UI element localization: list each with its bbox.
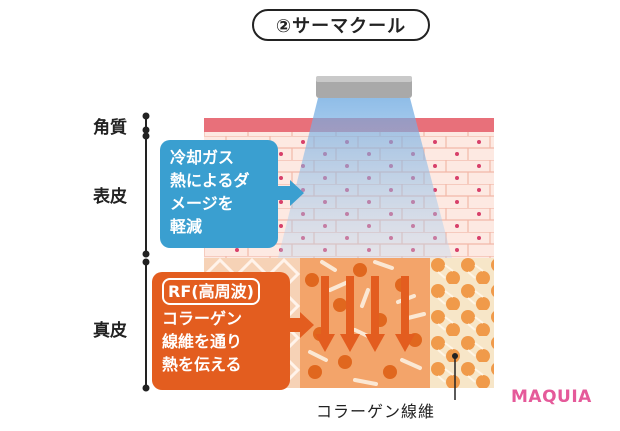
rf-line-3: 熱を伝える bbox=[162, 355, 242, 374]
cooling-beam bbox=[278, 98, 452, 258]
rf-callout: RF(高周波) コラーゲン 線維を通り 熱を伝える bbox=[152, 272, 290, 390]
layer-brackets bbox=[142, 112, 150, 392]
label-corneum: 角質 bbox=[93, 118, 127, 138]
heat-arrows bbox=[315, 276, 415, 352]
cooling-line-1: 冷却ガス bbox=[170, 148, 235, 167]
rf-title: RF(高周波) bbox=[162, 278, 260, 305]
collagen-fiber-label: コラーゲン線維 bbox=[316, 402, 436, 421]
cooling-line-4: 軽減 bbox=[170, 217, 203, 236]
label-epidermis: 表皮 bbox=[93, 187, 127, 207]
label-dermis: 真皮 bbox=[93, 321, 127, 341]
rf-line-2: 線維を通り bbox=[162, 332, 243, 351]
orange-callout-arrow bbox=[290, 312, 314, 338]
cooling-line-2: 熱によるダ bbox=[170, 171, 250, 190]
blue-callout-arrow bbox=[278, 180, 304, 206]
dermis-right bbox=[430, 258, 494, 388]
rf-line-1: コラーゲン bbox=[162, 309, 243, 328]
maquia-logo: MAQUIA bbox=[511, 387, 592, 407]
diagram-title: ②サーマクール bbox=[252, 9, 430, 41]
cooling-line-3: メージを bbox=[170, 194, 234, 213]
cooling-gas-callout: 冷却ガス 熱によるダ メージを 軽減 bbox=[160, 140, 278, 248]
